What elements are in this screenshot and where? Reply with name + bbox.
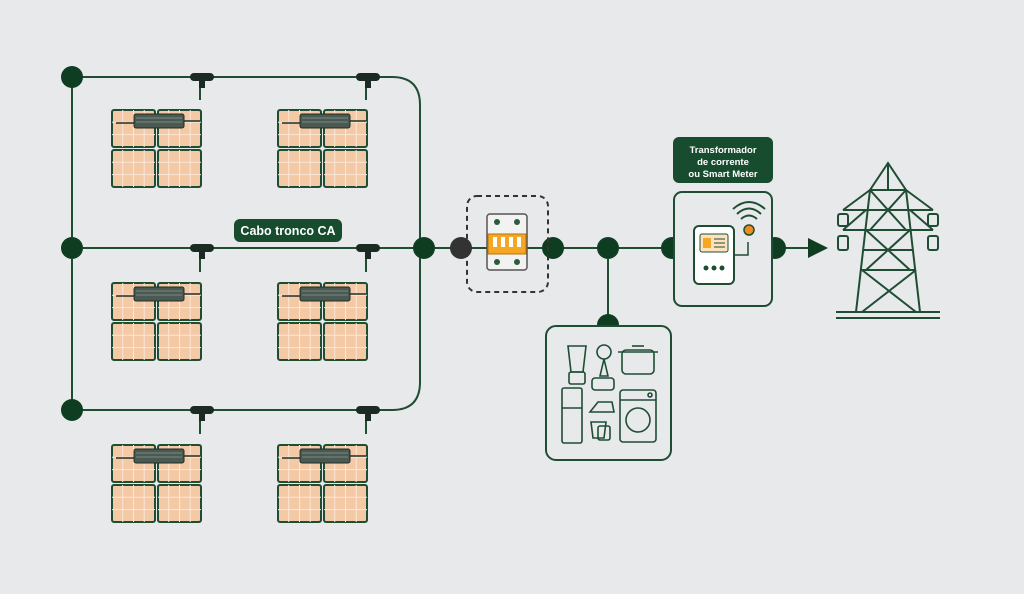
wifi-icon (732, 201, 766, 236)
solar-panel-icon (112, 445, 201, 522)
smart-meter-icon (693, 225, 749, 285)
svg-text:de corrente: de corrente (697, 157, 749, 168)
solar-panel-icon (278, 110, 367, 187)
solar-panel-icon (112, 110, 201, 187)
solar-panel-icon (112, 283, 201, 360)
smart-meter-label: Transformador de corrente ou Smart Meter (673, 137, 773, 183)
svg-text:ou Smart Meter: ou Smart Meter (688, 169, 757, 180)
transmission-tower-icon (836, 161, 940, 319)
svg-text:Cabo tronco CA: Cabo tronco CA (240, 224, 335, 238)
smart-meter-box (673, 191, 773, 307)
circuit-breaker-icon (486, 213, 528, 271)
grid-arrow (786, 238, 828, 258)
household-appliances-icon (561, 344, 658, 444)
junction-nodes (61, 66, 786, 421)
household-appliances-box (545, 325, 672, 461)
circuit-breaker-box (466, 195, 549, 293)
solar-panel-icon (278, 445, 367, 522)
svg-text:Transformador: Transformador (689, 145, 756, 156)
solar-arrays (112, 110, 367, 522)
solar-panel-icon (278, 283, 367, 360)
breaker-input-node (450, 237, 472, 259)
trunk-cable-label: Cabo tronco CA (234, 219, 342, 242)
